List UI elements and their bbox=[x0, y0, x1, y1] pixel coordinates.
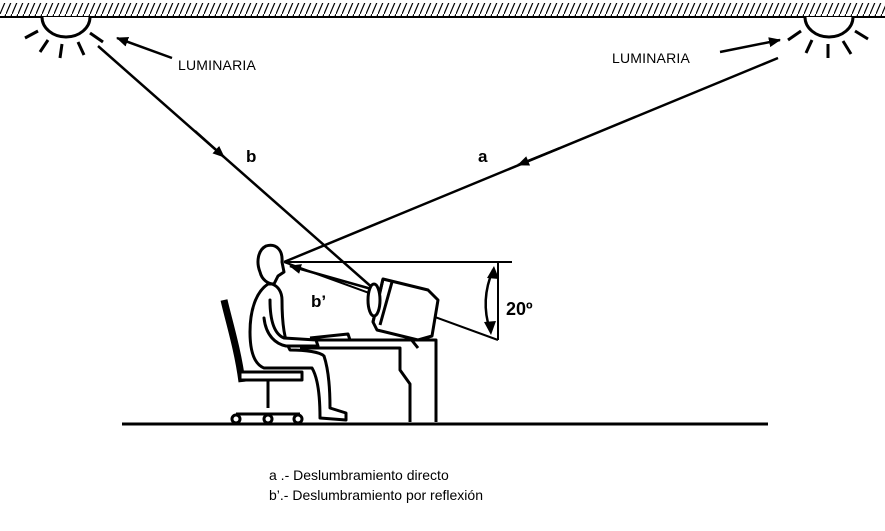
luminaire-label-left: LUMINARIA bbox=[178, 57, 257, 73]
ray-a-label: a bbox=[478, 147, 488, 166]
desk-icon bbox=[300, 332, 438, 422]
luminaire-right-icon bbox=[787, 16, 869, 58]
ray-b-label: b bbox=[246, 147, 257, 166]
luminaire-label-right: LUMINARIA bbox=[612, 50, 691, 66]
ray-b-arrow bbox=[194, 130, 225, 158]
angle-label: 20º bbox=[506, 299, 533, 319]
legend-item-direct-glare: a .- Deslumbramiento directo bbox=[269, 467, 449, 483]
ray-a-arrow bbox=[517, 146, 561, 167]
monitor-icon bbox=[366, 277, 440, 349]
luminaire-left-icon bbox=[24, 16, 104, 59]
seated-person-icon bbox=[248, 243, 348, 422]
ray-b-reflected-label: b’ bbox=[311, 292, 327, 311]
legend: a .- Deslumbramiento directo b’.- Deslum… bbox=[269, 465, 483, 505]
ray-b-line bbox=[97, 45, 376, 291]
pointer-arrow-right bbox=[719, 37, 781, 54]
pointer-arrow-left bbox=[116, 36, 173, 60]
ceiling bbox=[0, 3, 885, 18]
legend-item-reflected-glare: b’.- Deslumbramiento por reflexión bbox=[269, 487, 483, 503]
angle-arc bbox=[484, 269, 495, 331]
